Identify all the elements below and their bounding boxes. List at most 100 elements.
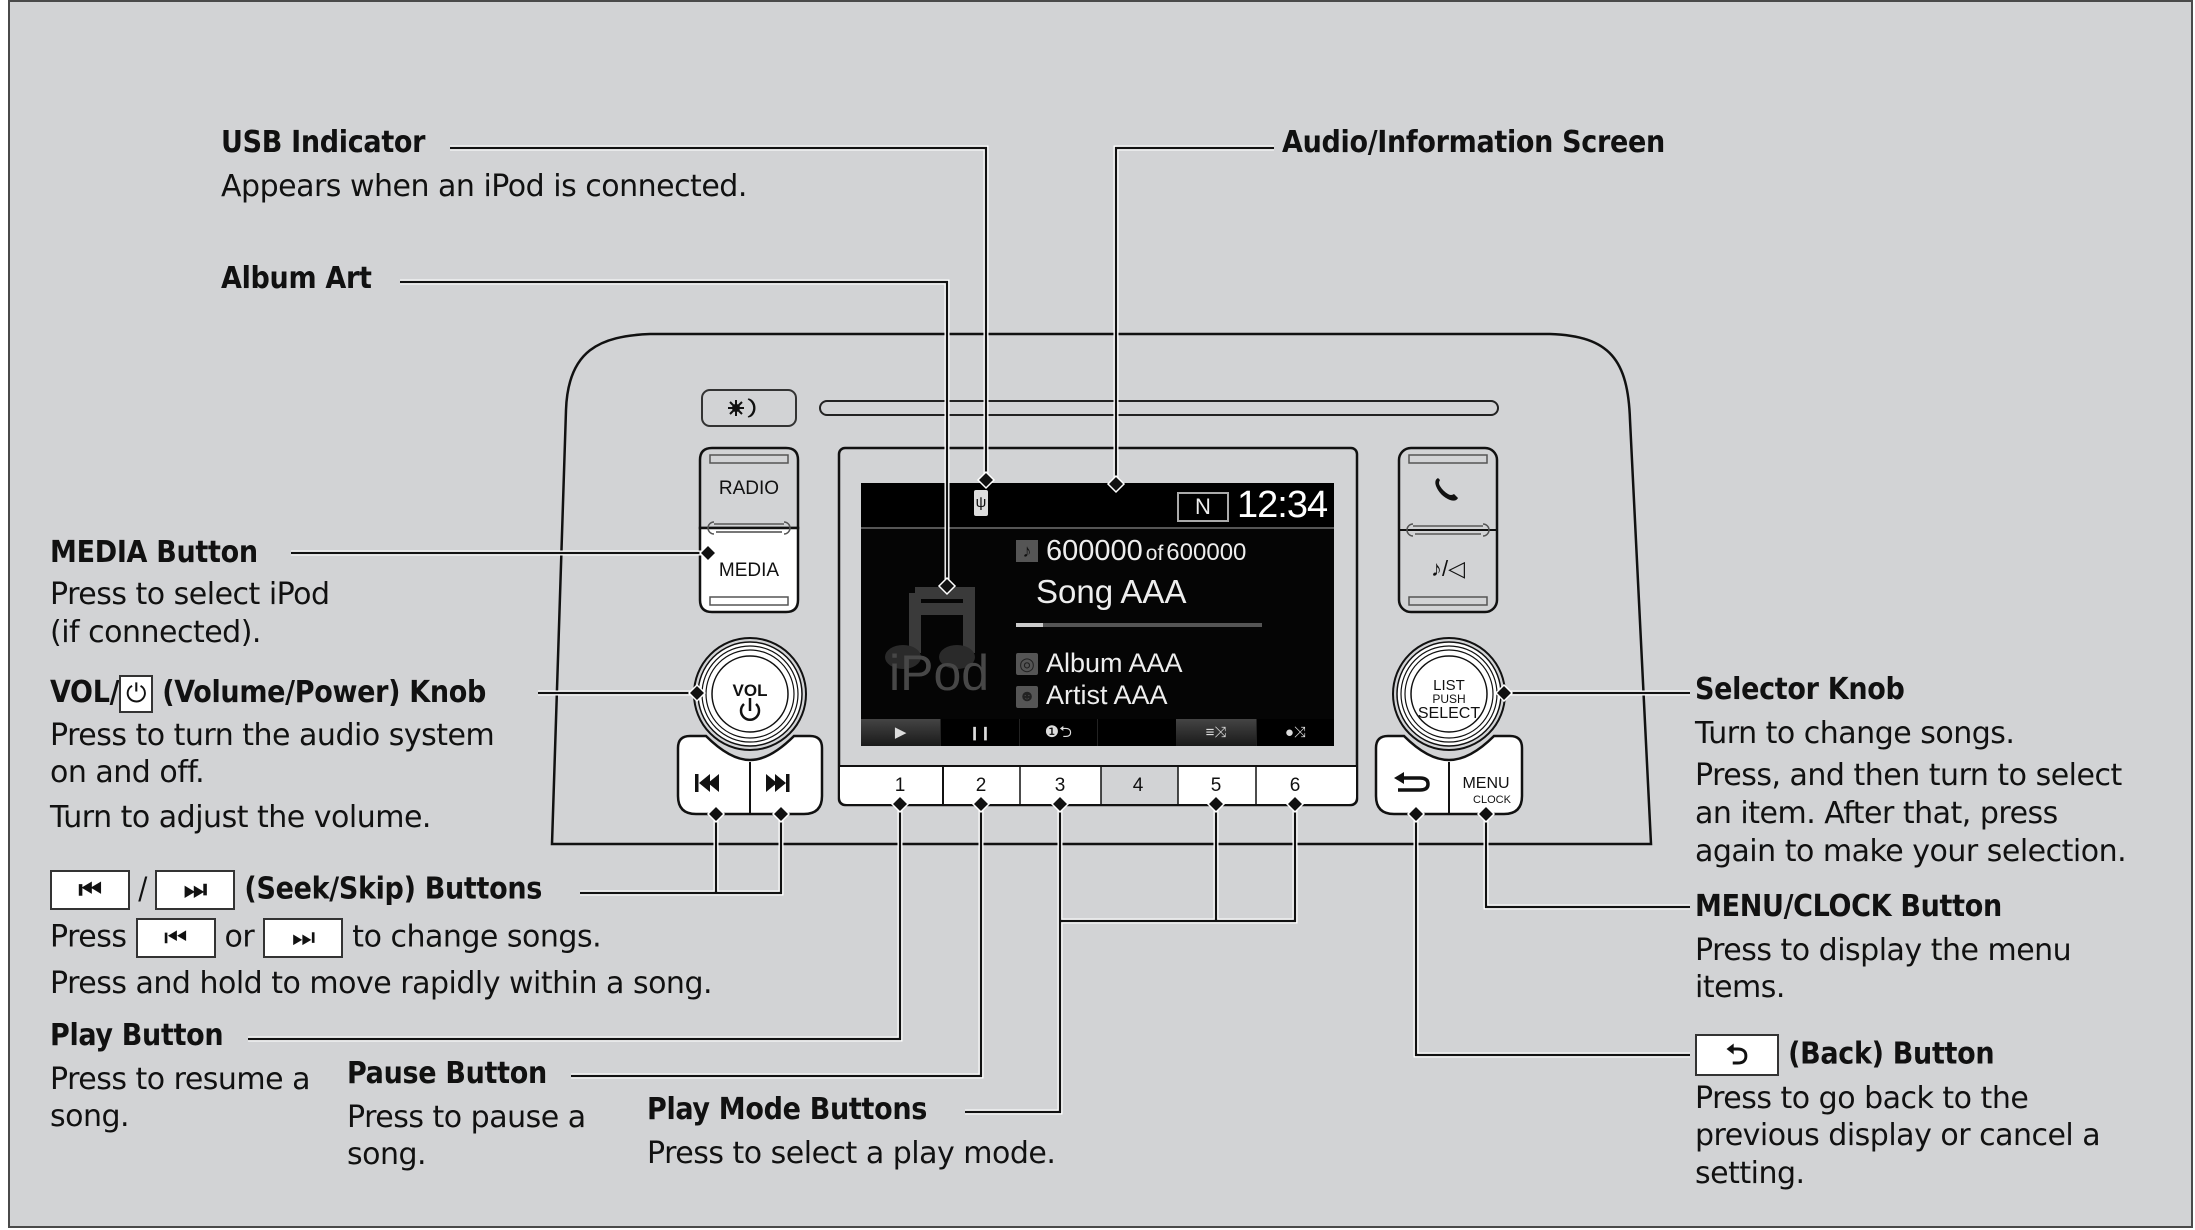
selector-label-select: SELECT	[1418, 705, 1480, 722]
skip-forward-icon	[766, 774, 790, 792]
skip-back-icon: ⏮	[135, 918, 216, 958]
progress-bar[interactable]	[1016, 623, 1262, 627]
preset-row	[838, 765, 1358, 806]
shuffle-all-icon: ●⤨	[1284, 724, 1306, 741]
phone-button[interactable]	[1435, 478, 1458, 501]
vol-title-pre: VOL/	[50, 675, 120, 710]
callout-back-desc-1: Press to go back to the	[1695, 1081, 2029, 1116]
callout-selector-desc-4: again to make your selection.	[1695, 834, 2127, 869]
album-name: Album AAA	[1046, 648, 1183, 678]
menu-clock-sublabel: CLOCK	[1473, 794, 1512, 806]
seek-desc-mid: or	[215, 919, 264, 955]
preset-button-5[interactable]: 5	[1211, 775, 1222, 796]
preset-button-6[interactable]: 6	[1290, 775, 1301, 796]
callout-vol-desc-2: on and off.	[50, 755, 205, 790]
callout-vol-title: VOL/⏻ (Volume/Power) Knob	[50, 674, 486, 713]
album-icon: ◎	[1016, 653, 1038, 675]
repeat-one-icon: ❶⮌	[1044, 724, 1072, 741]
progress-fill	[1016, 623, 1044, 627]
callout-selector-desc-1: Turn to change songs.	[1695, 716, 2015, 751]
callout-play-mode-desc: Press to select a play mode.	[647, 1136, 1056, 1171]
callout-screen-title: Audio/Information Screen	[1282, 125, 1665, 160]
seek-desc-post: to change songs.	[343, 919, 602, 955]
pause-icon: ❙❙	[969, 725, 991, 740]
callout-media-title: MEDIA Button	[50, 535, 258, 570]
callout-back-desc-2: previous display or cancel a	[1695, 1118, 2101, 1153]
artist-name: Artist AAA	[1046, 680, 1168, 710]
callout-play-desc-2: song.	[50, 1099, 130, 1134]
callout-menu-title: MENU/CLOCK Button	[1695, 889, 2002, 924]
softkey-empty	[1097, 719, 1176, 746]
preset-button-4[interactable]: 4	[1133, 775, 1144, 796]
callout-menu-desc-2: items.	[1695, 970, 1785, 1005]
skip-forward-button[interactable]	[766, 774, 790, 792]
preset-button-3[interactable]: 3	[1055, 775, 1066, 796]
softkey-repeat[interactable]: ❶⮌	[1018, 719, 1097, 746]
callout-album-art-title: Album Art	[221, 261, 372, 296]
track-of: of	[1145, 542, 1164, 565]
skip-back-icon: ⏮	[50, 870, 130, 910]
phone-icon	[1435, 478, 1458, 501]
softkey-shuffle-all[interactable]: ●⤨	[1255, 719, 1334, 746]
callout-vol-desc-1: Press to turn the audio system	[50, 718, 495, 753]
preset-button-1[interactable]: 1	[895, 775, 906, 796]
softkey-pause[interactable]: ❙❙	[940, 719, 1018, 746]
softkey-shuffle-album[interactable]: ≡⤨	[1176, 719, 1256, 746]
callout-media-desc-1: Press to select iPod	[50, 577, 330, 612]
artist-icon: ☻	[1016, 686, 1038, 708]
callout-seek-desc-2: Press and hold to move rapidly within a …	[50, 966, 713, 1001]
seek-title-sep: /	[130, 871, 156, 907]
callout-seek-title: ⏮ / ⏭ (Seek/Skip) Buttons	[50, 870, 542, 910]
callout-pause-desc-1: Press to pause a	[347, 1100, 586, 1135]
media-button[interactable]: MEDIA	[719, 560, 780, 581]
skip-forward-icon: ⏭	[263, 918, 344, 958]
vol-power-knob[interactable]	[693, 637, 807, 751]
callout-menu-desc-1: Press to display the menu	[1695, 933, 2072, 968]
back-button[interactable]	[1394, 772, 1430, 792]
callout-usb-desc: Appears when an iPod is connected.	[221, 169, 747, 204]
radio-button[interactable]: RADIO	[719, 478, 779, 499]
callout-pause-desc-2: song.	[347, 1137, 427, 1172]
vol-knob-label: VOL	[733, 681, 768, 700]
callout-seek-desc-1: Press ⏮ or ⏭ to change songs.	[50, 918, 602, 958]
callout-usb-title: USB Indicator	[221, 125, 426, 160]
album-art: iPod	[873, 573, 1003, 733]
radio-media-rocker	[698, 446, 800, 614]
play-icon: ▶	[894, 724, 907, 741]
preset-button-2[interactable]: 2	[976, 775, 987, 796]
selector-label-list: LIST	[1433, 677, 1465, 694]
power-icon	[739, 698, 761, 721]
callout-vol-desc-3: Turn to adjust the volume.	[50, 800, 431, 835]
skip-back-button[interactable]	[695, 774, 719, 792]
skip-forward-icon: ⏭	[155, 870, 236, 910]
seek-buttons	[676, 734, 824, 816]
back-title-post: (Back) Button	[1779, 1036, 1995, 1072]
callout-media-desc-2: (if connected).	[50, 615, 261, 650]
vol-title-post: (Volume/Power) Knob	[153, 675, 487, 710]
callout-selector-desc-3: an item. After that, press	[1695, 796, 2058, 831]
shuffle-album-icon: ≡⤨	[1205, 724, 1227, 741]
day-night-button[interactable]	[701, 389, 797, 427]
clock: 12:34	[1237, 484, 1328, 526]
song-title: Song AAA	[1036, 573, 1187, 610]
softkey-play[interactable]: ▶	[861, 719, 941, 746]
power-icon: ⏻	[119, 674, 154, 713]
phone-audio-rocker	[1397, 446, 1499, 614]
callout-back-desc-3: setting.	[1695, 1156, 1805, 1191]
back-arrow-icon: ⮌	[1695, 1034, 1779, 1076]
callout-selector-title: Selector Knob	[1695, 672, 1905, 707]
softkey-bar: ▶ ❙❙ ❶⮌ ≡⤨ ●⤨	[861, 719, 1334, 746]
back-menu-buttons	[1374, 734, 1524, 816]
seek-title-post: (Seek/Skip) Buttons	[235, 871, 543, 907]
audio-button[interactable]: ♪/◁	[1431, 556, 1465, 581]
selector-knob[interactable]	[1392, 637, 1506, 751]
callout-play-title: Play Button	[50, 1018, 224, 1053]
band-indicator: N	[1177, 492, 1229, 522]
track-total: 600000	[1166, 539, 1247, 566]
callout-pause-title: Pause Button	[347, 1056, 547, 1091]
note-speaker-icon: ♪/◁	[1431, 556, 1465, 581]
track-number: 600000	[1046, 535, 1143, 567]
menu-clock-button[interactable]: MENU	[1462, 775, 1509, 792]
